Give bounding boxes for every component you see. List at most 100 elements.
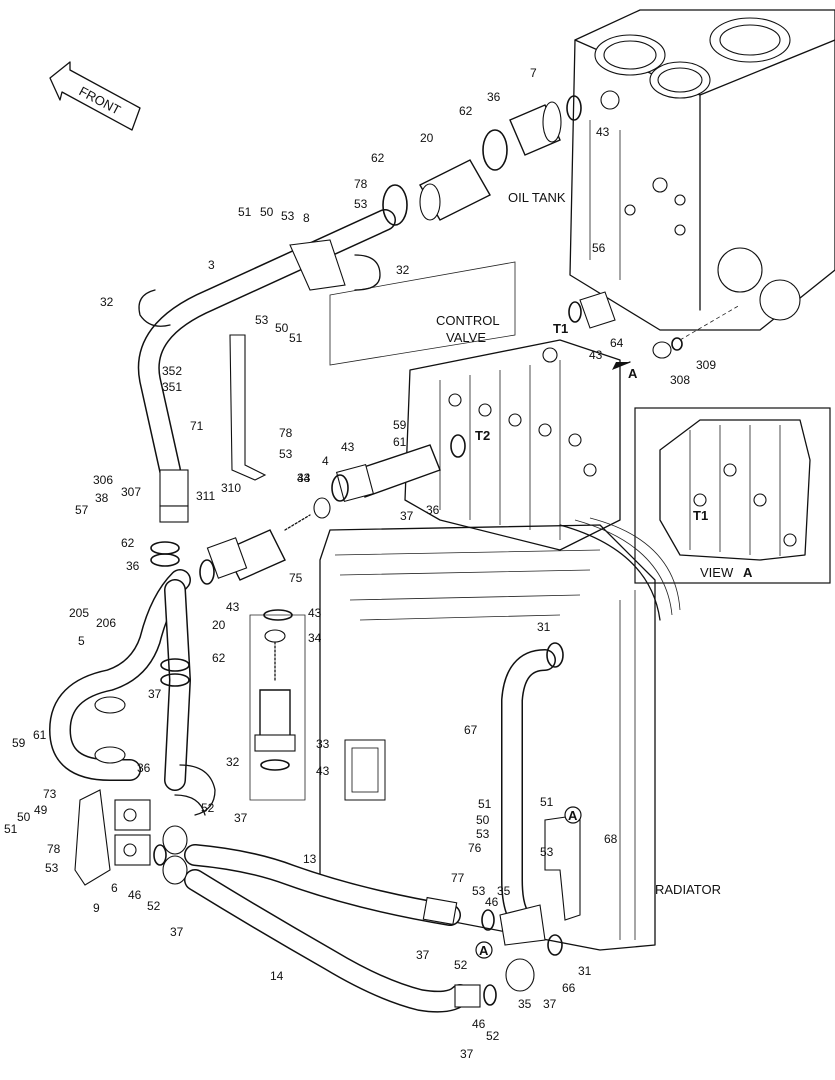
callout-35: 35 bbox=[497, 884, 511, 898]
callout-31: 31 bbox=[537, 620, 551, 634]
u-bolt-32-b bbox=[138, 289, 171, 327]
callout-46: 46 bbox=[472, 1017, 486, 1031]
callout-32: 32 bbox=[396, 263, 410, 277]
callout-34: 34 bbox=[308, 631, 322, 645]
callout-14: 14 bbox=[270, 969, 284, 983]
clamp-62-b bbox=[482, 129, 508, 171]
callout-43: 43 bbox=[316, 764, 330, 778]
callout-307: 307 bbox=[121, 485, 141, 499]
callout-43: 43 bbox=[596, 125, 610, 139]
callout-306: 306 bbox=[93, 473, 113, 487]
callout-37: 37 bbox=[460, 1047, 474, 1061]
bracket-8 bbox=[289, 239, 346, 291]
callout-32: 32 bbox=[100, 295, 114, 309]
callout-61: 61 bbox=[33, 728, 47, 742]
callout-36: 36 bbox=[487, 90, 501, 104]
u-bolt-32-a bbox=[354, 254, 381, 291]
callout-53: 53 bbox=[354, 197, 368, 211]
flange-7 bbox=[509, 95, 582, 156]
callout-37: 37 bbox=[148, 687, 162, 701]
pipe-5 bbox=[49, 541, 191, 791]
callout-52: 52 bbox=[147, 899, 161, 913]
clamp-62-a bbox=[382, 184, 408, 226]
callout-50: 50 bbox=[17, 810, 31, 824]
callout-4: 4 bbox=[322, 454, 329, 468]
callout-71: 71 bbox=[190, 419, 204, 433]
callout-9: 9 bbox=[93, 901, 100, 915]
callout-43: 43 bbox=[297, 471, 311, 485]
view-arrow-a: A bbox=[612, 361, 638, 381]
callout-62: 62 bbox=[459, 104, 473, 118]
callout-352: 352 bbox=[162, 364, 182, 378]
view-a-label: VIEW bbox=[700, 565, 734, 580]
circled-a-2-label: A bbox=[479, 943, 489, 958]
callout-32: 32 bbox=[226, 755, 240, 769]
callout-51: 51 bbox=[540, 795, 554, 809]
callout-13: 13 bbox=[303, 852, 317, 866]
callout-52: 52 bbox=[454, 958, 468, 972]
callout-53: 53 bbox=[476, 827, 490, 841]
callout-37: 37 bbox=[400, 509, 414, 523]
callout-64: 64 bbox=[610, 336, 624, 350]
callout-51: 51 bbox=[478, 797, 492, 811]
callout-3: 3 bbox=[208, 258, 215, 272]
hose-13 bbox=[184, 844, 461, 926]
callout-53: 53 bbox=[472, 884, 486, 898]
callout-5: 5 bbox=[78, 634, 85, 648]
callout-76: 76 bbox=[468, 841, 482, 855]
callout-78: 78 bbox=[279, 426, 293, 440]
radiator-label: RADIATOR bbox=[655, 882, 721, 897]
callout-51: 51 bbox=[289, 331, 303, 345]
hose-20-upper bbox=[419, 159, 491, 221]
callout-73: 73 bbox=[43, 787, 57, 801]
callout-68: 68 bbox=[604, 832, 618, 846]
callout-77: 77 bbox=[451, 871, 465, 885]
callout-8: 8 bbox=[303, 211, 310, 225]
callout-53: 53 bbox=[279, 447, 293, 461]
callout-53: 53 bbox=[255, 313, 269, 327]
view-a-letter: A bbox=[743, 565, 753, 580]
front-arrow: FRONT bbox=[49, 61, 141, 131]
callout-51: 51 bbox=[238, 205, 252, 219]
callout-62: 62 bbox=[212, 651, 226, 665]
oil-tank: OIL TANK bbox=[508, 9, 835, 331]
view-a-t1: T1 bbox=[693, 508, 708, 523]
hose-14 bbox=[184, 869, 481, 1013]
t2-label: T2 bbox=[475, 428, 490, 443]
bracket-71 bbox=[229, 334, 267, 481]
part-34-75 bbox=[199, 497, 331, 585]
callout-53: 53 bbox=[540, 845, 554, 859]
pipe-67 bbox=[501, 642, 564, 936]
callout-311: 311 bbox=[196, 489, 215, 503]
callout-59: 59 bbox=[393, 418, 407, 432]
control-valve: CONTROL VALVE bbox=[329, 261, 621, 551]
callout-50: 50 bbox=[275, 321, 289, 335]
callout-36: 36 bbox=[426, 503, 440, 517]
oil-tank-label: OIL TANK bbox=[508, 190, 566, 205]
circled-a-1-label: A bbox=[568, 808, 578, 823]
circled-a-2: A bbox=[475, 941, 493, 959]
callout-50: 50 bbox=[260, 205, 274, 219]
callout-78: 78 bbox=[47, 842, 61, 856]
callout-37: 37 bbox=[416, 948, 430, 962]
callout-20: 20 bbox=[420, 131, 434, 145]
callout-7: 7 bbox=[530, 66, 537, 80]
callout-62: 62 bbox=[121, 536, 135, 550]
t1-label: T1 bbox=[553, 321, 568, 336]
parts-64-308 bbox=[568, 291, 741, 359]
hose-fittings-left bbox=[153, 825, 188, 885]
callout-43: 43 bbox=[226, 600, 240, 614]
callout-46: 46 bbox=[128, 888, 142, 902]
callout-20: 20 bbox=[212, 618, 226, 632]
circled-a-1: A bbox=[564, 806, 582, 824]
callout-49: 49 bbox=[34, 803, 48, 817]
callout-43: 43 bbox=[589, 348, 603, 362]
callout-35: 35 bbox=[518, 997, 532, 1011]
callout-66: 66 bbox=[562, 981, 576, 995]
callout-56: 56 bbox=[592, 241, 606, 255]
callout-308: 308 bbox=[670, 373, 690, 387]
callout-206: 206 bbox=[96, 616, 116, 630]
callout-53: 53 bbox=[281, 209, 295, 223]
